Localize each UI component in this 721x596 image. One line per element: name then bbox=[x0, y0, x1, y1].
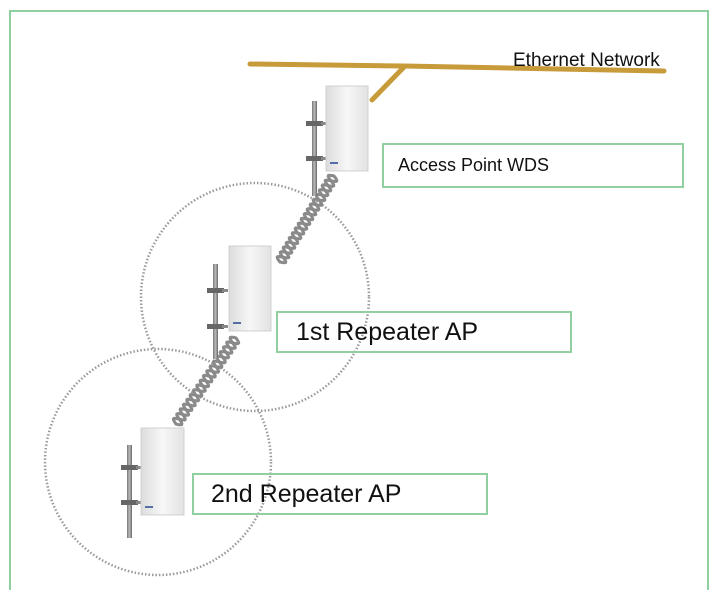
repeater2-label: 2nd Repeater AP bbox=[211, 479, 402, 508]
coverage-circle-icon bbox=[43, 347, 273, 577]
ethernet-network-label: Ethernet Network bbox=[513, 50, 660, 71]
access-point-label: Access Point WDS bbox=[398, 155, 550, 175]
ethernet-line bbox=[247, 61, 667, 103]
wireless-link-icon bbox=[275, 173, 339, 265]
antenna-panel-icon bbox=[207, 245, 272, 359]
wireless-link-icon bbox=[171, 335, 241, 427]
repeater2-label-box: 2nd Repeater AP bbox=[192, 473, 488, 515]
repeater1-label-box: 1st Repeater AP bbox=[276, 311, 572, 353]
diagram-frame bbox=[9, 10, 709, 590]
antenna-panel-icon bbox=[306, 85, 369, 196]
antenna-panel-icon bbox=[121, 427, 185, 538]
repeater1-label: 1st Repeater AP bbox=[296, 317, 479, 346]
coverage-circle-icon bbox=[139, 181, 371, 413]
access-point-label-box: Access Point WDS bbox=[382, 143, 684, 188]
